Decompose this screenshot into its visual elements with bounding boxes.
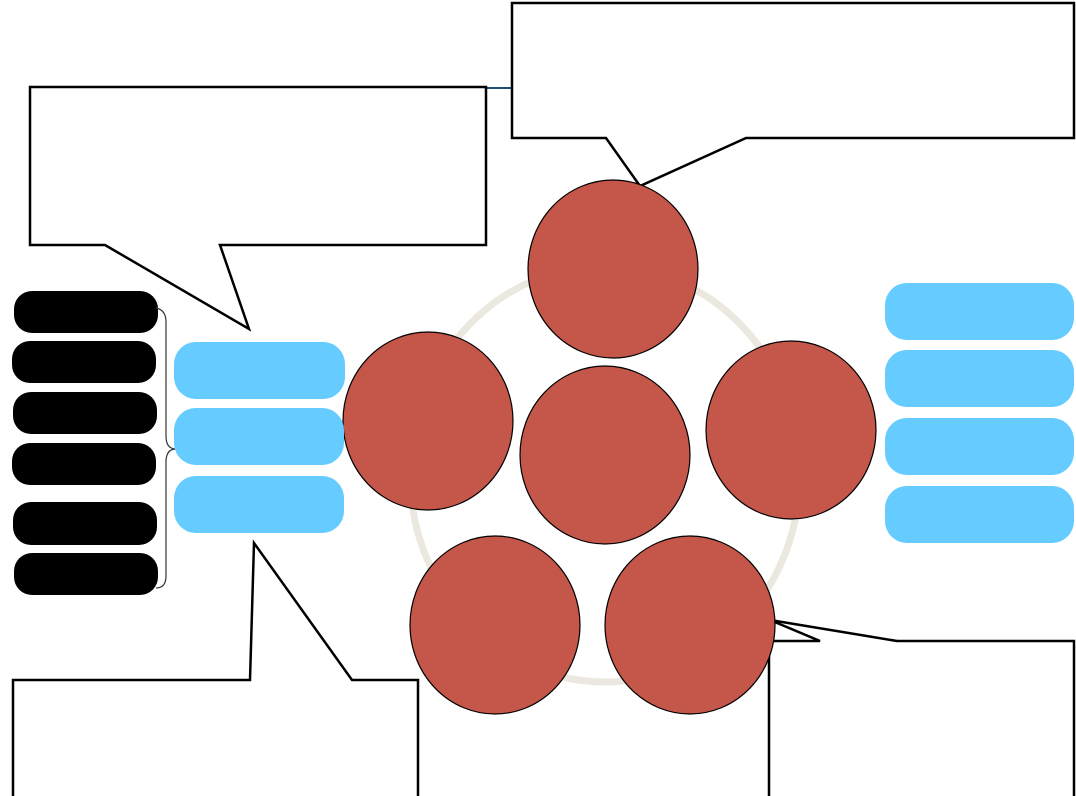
black-pill[interactable] — [13, 392, 157, 434]
blue-pill[interactable] — [174, 342, 345, 399]
callout-bottom-right[interactable] — [767, 618, 1076, 796]
circle-group — [342, 179, 877, 715]
circle-center[interactable] — [519, 365, 691, 545]
blue-pill[interactable] — [885, 350, 1074, 407]
circle-left[interactable] — [342, 331, 514, 511]
circle-bottom-right[interactable] — [604, 535, 776, 715]
black-pill[interactable] — [14, 291, 158, 333]
black-pill[interactable] — [13, 502, 157, 545]
blue-pill[interactable] — [885, 418, 1074, 475]
circle-right[interactable] — [705, 340, 877, 520]
blue-pill-list-left — [174, 342, 345, 533]
black-pill[interactable] — [12, 341, 156, 383]
blue-pill[interactable] — [174, 476, 344, 533]
black-pill-list — [12, 291, 158, 595]
callout-top-right[interactable] — [510, 1, 1076, 188]
circle-bottom-left[interactable] — [409, 535, 581, 715]
blue-pill[interactable] — [885, 486, 1074, 543]
blue-pill[interactable] — [174, 408, 344, 465]
brace — [155, 307, 177, 589]
callout-top-left[interactable] — [28, 85, 488, 332]
circle-top[interactable] — [527, 179, 699, 359]
black-pill[interactable] — [14, 553, 158, 595]
callout-bottom-left[interactable] — [11, 539, 420, 796]
blue-pill-list-right — [885, 283, 1074, 543]
blue-pill[interactable] — [885, 283, 1074, 340]
black-pill[interactable] — [12, 443, 156, 485]
